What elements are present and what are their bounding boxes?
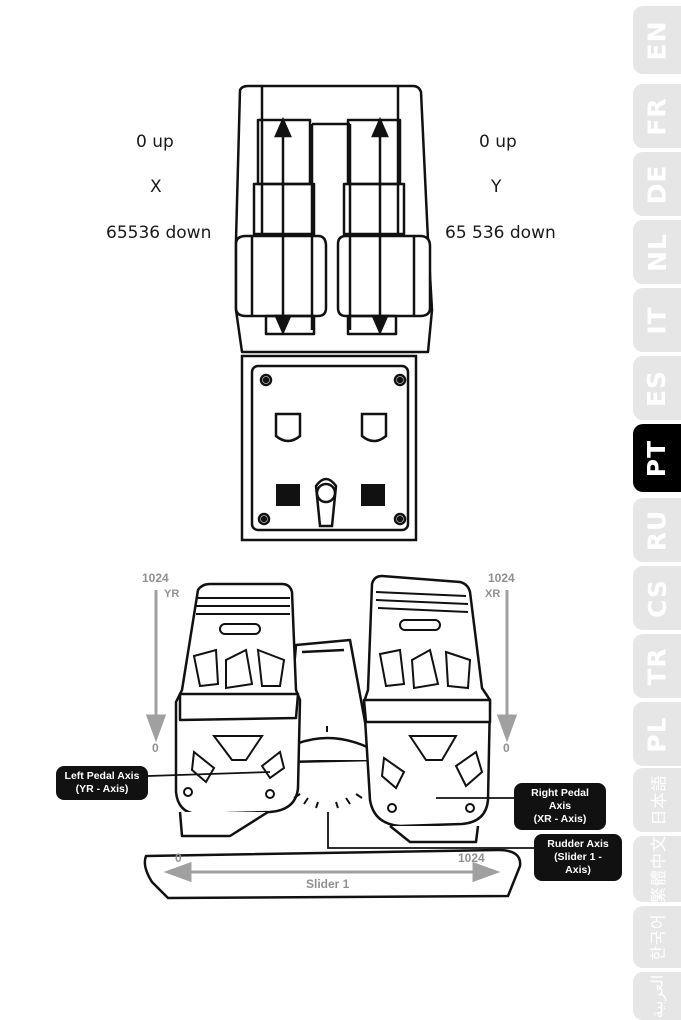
left-pedal-axis-callout-line2: (YR - Axis): [62, 783, 142, 796]
right-axis-bottom-label: 65 536 down: [445, 223, 556, 243]
throttle-illustration: [0, 0, 681, 560]
slider-label: Slider 1: [306, 877, 350, 891]
slider-min-value: 0: [175, 851, 182, 865]
left-pedal-axis-callout: Left Pedal Axis (YR - Axis): [56, 766, 148, 800]
left-axis-name: X: [150, 177, 162, 197]
slider-max-value: 1024: [458, 851, 485, 865]
left-axis-bottom-label: 65536 down: [106, 223, 211, 243]
right-pedal-top-value: 1024: [488, 571, 515, 585]
rudder-axis-callout-line2: (Slider 1 - Axis): [540, 851, 616, 877]
right-pedal-axis-callout-line1: Right Pedal Axis: [520, 787, 600, 813]
rudder-axis-callout: Rudder Axis (Slider 1 - Axis): [534, 834, 622, 881]
left-pedal-top-value: 1024: [142, 571, 169, 585]
rudder-axis-callout-line1: Rudder Axis: [540, 838, 616, 851]
right-pedal-axis-callout: Right Pedal Axis (XR - Axis): [514, 783, 606, 830]
right-pedal-axis-tag: XR: [485, 588, 500, 600]
right-axis-top-label: 0 up: [479, 132, 517, 152]
left-pedal-axis-tag: YR: [164, 588, 179, 600]
left-axis-top-label: 0 up: [136, 132, 174, 152]
right-pedal-bottom-value: 0: [503, 741, 510, 755]
right-pedal-axis-callout-line2: (XR - Axis): [520, 813, 600, 826]
left-pedal-bottom-value: 0: [152, 741, 159, 755]
right-axis-name: Y: [491, 177, 501, 197]
left-pedal-axis-callout-line1: Left Pedal Axis: [62, 770, 142, 783]
